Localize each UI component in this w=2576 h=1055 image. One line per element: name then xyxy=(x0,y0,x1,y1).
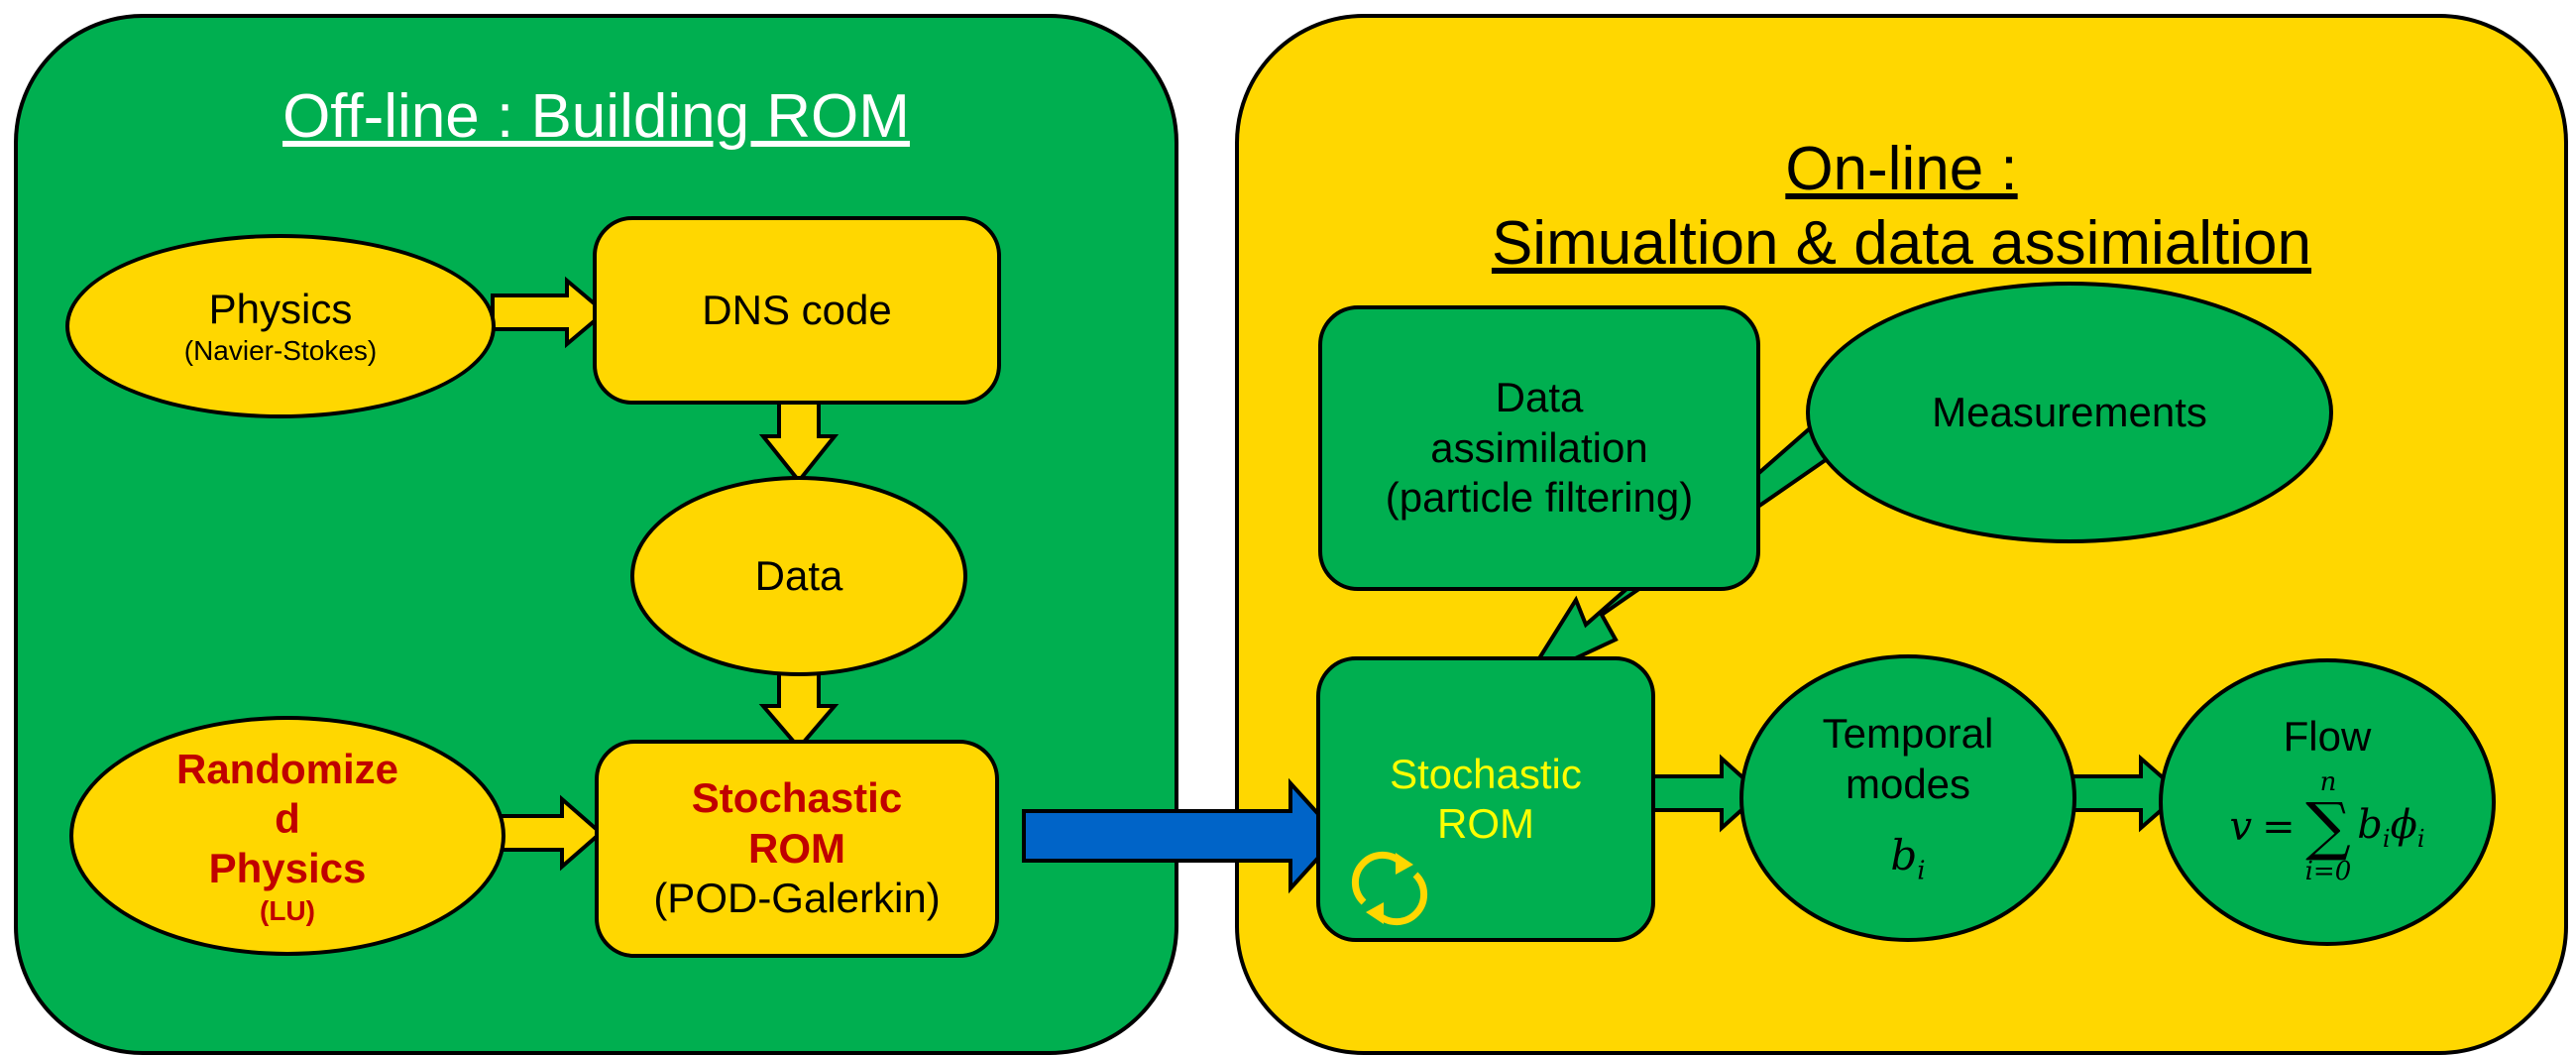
arrow-offline-to-online xyxy=(1022,777,1341,894)
physics-label: Physics xyxy=(208,286,353,332)
arrow-physics-to-dns xyxy=(491,276,609,349)
offline-stochastic-rom-node: Stochastic ROM (POD-Galerkin) xyxy=(595,740,999,958)
flow-summation: n ∑ i=0 xyxy=(2305,769,2352,884)
temporal-modes-node: Temporal modes bi xyxy=(1739,654,2076,942)
data-node: Data xyxy=(630,476,967,676)
data-assimilation-node: Data assimilation (particle filtering) xyxy=(1318,305,1760,591)
flow-lower-limit: i=0 xyxy=(2304,857,2352,887)
temporal-line2: modes xyxy=(1845,760,1971,807)
flow-b: bi xyxy=(2357,801,2391,853)
flow-sigma: ∑ xyxy=(2305,790,2351,865)
temporal-var: bi xyxy=(1890,831,1926,886)
randomized-line3: Physics xyxy=(208,845,367,892)
data-label: Data xyxy=(754,551,843,599)
flow-equals: = xyxy=(2262,804,2296,851)
offline-rom-line3: (POD-Galerkin) xyxy=(653,875,941,922)
offline-rom-line2: ROM xyxy=(748,824,845,872)
data-assimilation-line2: assimilation xyxy=(1430,423,1648,471)
data-assimilation-line1: Data xyxy=(1495,374,1584,421)
randomized-line1: Randomize xyxy=(175,745,399,792)
online-rom-line1: Stochastic xyxy=(1390,750,1582,797)
online-title-line2: Simualtion & data assimialtion xyxy=(1491,209,2312,278)
physics-sublabel: (Navier-Stokes) xyxy=(183,335,378,367)
dns-code-label: DNS code xyxy=(702,286,892,333)
flow-node: Flow v = n ∑ i=0 bi ϕi xyxy=(2159,658,2496,946)
flow-label: Flow xyxy=(2283,713,2372,760)
flow-lhs: v xyxy=(2229,804,2253,851)
arrow-randomized-to-rom xyxy=(499,794,605,872)
offline-title: Off-line : Building ROM xyxy=(282,82,910,151)
randomized-physics-node: Randomize d Physics (LU) xyxy=(69,716,505,956)
online-rom-line2: ROM xyxy=(1437,800,1534,847)
offline-rom-line1: Stochastic xyxy=(691,774,903,822)
flow-equation: v = n ∑ i=0 bi ϕi xyxy=(2229,769,2424,884)
flow-upper-limit: n xyxy=(2319,767,2337,798)
measurements-node: Measurements xyxy=(1806,282,2333,543)
flow-phi: ϕi xyxy=(2390,801,2425,853)
arrow-dns-to-data xyxy=(758,400,840,485)
data-assimilation-line3: (particle filtering) xyxy=(1385,474,1694,522)
arrow-data-to-rom xyxy=(758,670,840,752)
online-title-line1: On-line : xyxy=(1785,135,2018,203)
physics-node: Physics (Navier-Stokes) xyxy=(65,234,496,418)
randomized-line4: (LU) xyxy=(260,894,315,926)
cycle-icon xyxy=(1351,851,1428,926)
temporal-line1: Temporal xyxy=(1822,710,1994,758)
randomized-line2: d xyxy=(275,795,300,842)
dns-code-node: DNS code xyxy=(593,216,1001,405)
measurements-label: Measurements xyxy=(1932,388,2207,435)
online-stochastic-rom-node: Stochastic ROM xyxy=(1316,656,1655,942)
